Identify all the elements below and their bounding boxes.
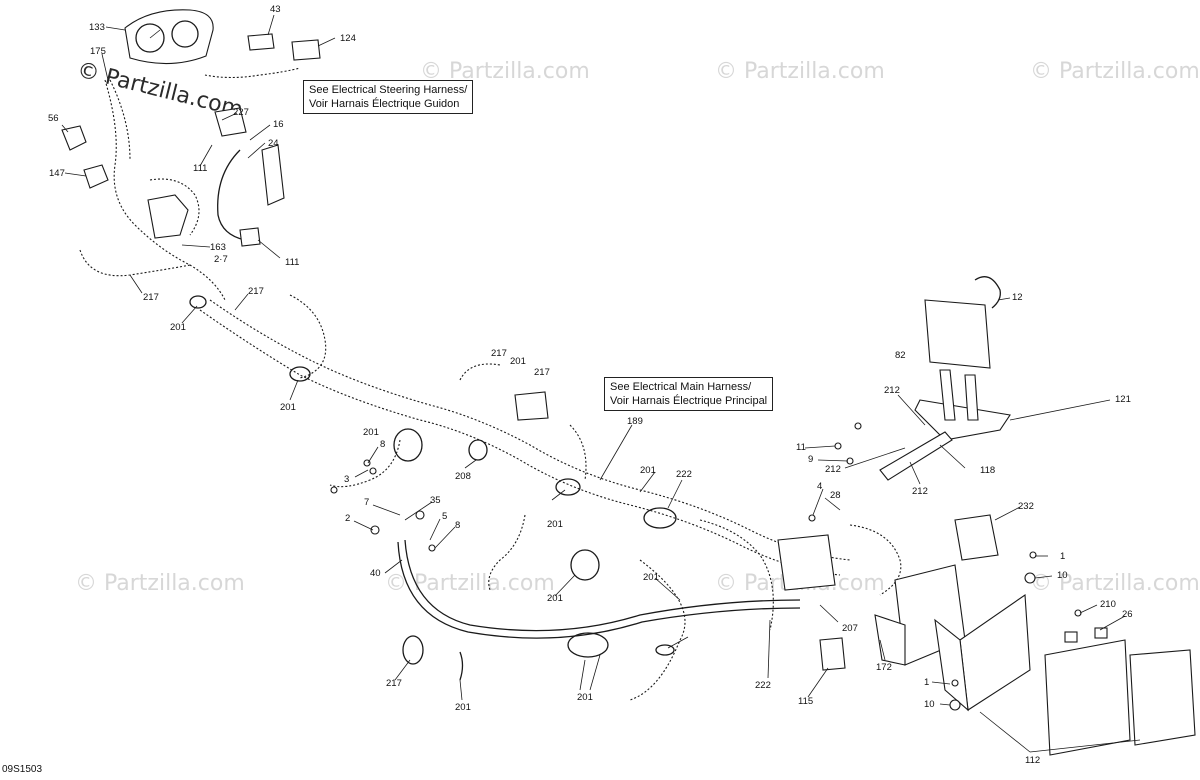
label-11: 11 (796, 442, 806, 453)
label-16: 16 (273, 119, 284, 130)
label-217: 2·7 (214, 254, 228, 265)
label-201: 201 (547, 593, 563, 604)
label-217: 217 (248, 286, 264, 297)
label-3: 3 (344, 474, 349, 485)
label-210: 210 (1100, 599, 1116, 610)
label-208: 208 (455, 471, 471, 482)
label-133: 133 (89, 22, 105, 33)
label-212: 212 (912, 486, 928, 497)
label-175: 175 (90, 46, 106, 57)
steering-harness (61, 33, 321, 301)
label-217: 217 (491, 348, 507, 359)
label-4: 4 (817, 481, 822, 492)
label-201: 201 (170, 322, 186, 333)
battery-cable (397, 539, 801, 639)
label-124: 124 (340, 33, 356, 44)
main-callout-line-1: See Electrical Main Harness/ (610, 381, 752, 393)
label-217: 217 (534, 367, 550, 378)
label-10: 10 (1057, 570, 1068, 581)
label-111: 111 (193, 163, 207, 174)
label-222: 222 (755, 680, 771, 691)
label-201: 201 (455, 702, 471, 713)
label-207: 207 (842, 623, 858, 634)
label-56: 56 (48, 113, 59, 124)
fasteners (330, 422, 1082, 711)
label-222: 222 (676, 469, 692, 480)
label-12: 12 (1012, 292, 1023, 303)
label-8: 8 (380, 439, 385, 450)
label-121: 121 (1115, 394, 1131, 405)
label-26: 26 (1122, 609, 1133, 620)
leader-lines (61, 14, 1141, 753)
label-227: 227 (233, 107, 249, 118)
label-28: 28 (830, 490, 841, 501)
label-40: 40 (370, 568, 381, 579)
steering-callout-line-1: See Electrical Steering Harness/ (309, 84, 468, 96)
label-9: 9 (808, 454, 813, 465)
watermark-text: © Partzilla.com (75, 571, 245, 596)
label-118: 118 (980, 465, 995, 476)
diagram-code: 09S1503 (2, 764, 43, 775)
watermark-text: © Partzilla.com (1030, 571, 1200, 596)
label-163: 163 (210, 242, 226, 253)
gauge-cluster (124, 9, 214, 65)
label-201: 201 (577, 692, 593, 703)
part-labels: 133 43 124 175 227 16 24 56 111 147 163 … (48, 4, 1133, 766)
label-217: 217 (386, 678, 402, 689)
watermark-layer: © Partzilla.com © Partzilla.com © Partzi… (75, 58, 1200, 596)
watermark-text: © Partzilla.com (1030, 59, 1200, 84)
label-201: 201 (510, 356, 526, 367)
label-212: 212 (884, 385, 900, 396)
clamps (189, 295, 677, 681)
label-1: 1 (1060, 551, 1065, 562)
battery-tray (934, 593, 1196, 756)
label-201: 201 (640, 465, 656, 476)
label-35: 35 (430, 495, 441, 506)
relay (819, 637, 846, 671)
label-2: 2 (345, 513, 350, 524)
label-24: 24 (268, 138, 279, 149)
label-43: 43 (270, 4, 281, 15)
ecm-module (879, 276, 1011, 481)
watermark-text: © Partzilla.com (385, 571, 555, 596)
label-7: 7 (364, 497, 369, 508)
label-8: 8 (455, 520, 460, 531)
label-82: 82 (895, 350, 906, 361)
watermark-text: © Partzilla.com (715, 59, 885, 84)
label-5: 5 (442, 511, 447, 522)
steering-harness-callout: See Electrical Steering Harness/ Voir Ha… (303, 80, 474, 114)
label-212: 212 (825, 464, 841, 475)
label-201: 201 (643, 572, 659, 583)
label-189: 189 (627, 416, 643, 427)
label-115: 115 (798, 696, 813, 707)
label-1: 1 (924, 677, 929, 688)
label-172: 172 (876, 662, 892, 673)
main-callout-line-2: Voir Harnais Électrique Principal (610, 395, 768, 407)
main-harness (199, 294, 902, 701)
label-112: 112 (1025, 755, 1040, 766)
label-201: 201 (547, 519, 563, 530)
watermark-text: © Partzilla.com (420, 59, 590, 84)
label-111: 111 (285, 257, 299, 268)
label-10: 10 (924, 699, 935, 710)
label-232: 232 (1018, 501, 1034, 512)
label-147: 147 (49, 168, 65, 179)
main-harness-callout: See Electrical Main Harness/ Voir Harnai… (604, 377, 774, 411)
label-201: 201 (280, 402, 296, 413)
label-217: 217 (143, 292, 159, 303)
label-201: 201 (363, 427, 379, 438)
steering-callout-line-2: Voir Harnais Électrique Guidon (309, 98, 460, 110)
